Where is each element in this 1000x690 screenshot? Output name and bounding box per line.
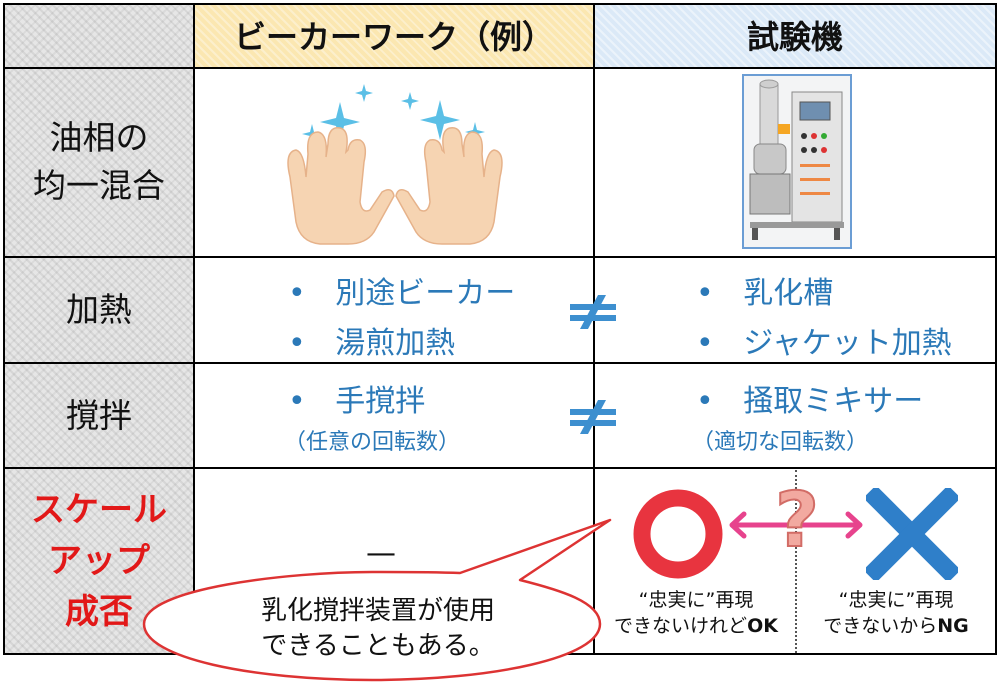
bullet-icon: • (696, 276, 714, 311)
heat-tester-item-2-text: ジャケット加熱 (743, 326, 952, 361)
ng-note-line1: “忠実に”再現 (838, 589, 954, 611)
col-divider-2 (593, 3, 595, 655)
header-beaker-cell (194, 4, 594, 68)
ng-cross-icon (866, 488, 958, 580)
ng-note-line2: できないからNG (798, 614, 994, 640)
table-border-right (995, 3, 997, 655)
callout-bubble (142, 518, 612, 682)
ok-note: “忠実に”再現 できないけれどOK (598, 588, 794, 639)
bullet-icon: • (696, 384, 714, 419)
header-tester-cell (594, 4, 996, 68)
table-border-left (3, 3, 5, 655)
heat-beaker-item-1-text: 別途ビーカー (335, 276, 516, 311)
row-label-mix-line2: 均一混合 (33, 166, 165, 205)
sparkle-icon (420, 100, 460, 140)
double-arrow-icon (729, 511, 863, 539)
left-hand-icon (287, 127, 395, 245)
row-label-heat-text: 加熱 (66, 290, 132, 330)
ok-note-badge: OK (747, 614, 778, 637)
ng-note-line2-text: できないから (823, 614, 938, 637)
stir-beaker-item: • 手撹拌 (288, 376, 425, 420)
row-label-scale-line2: アップ (48, 540, 150, 581)
stir-tester-item-text: 掻取ミキサー (743, 384, 924, 419)
sparkle-icon (401, 92, 419, 110)
row-divider-2 (3, 256, 997, 258)
not-equal-icon (570, 295, 616, 329)
table-border-top (3, 3, 997, 5)
ok-note-line2: できないけれどOK (598, 614, 794, 640)
heat-beaker-item-2-text: 湯煎加熱 (335, 326, 456, 361)
ng-note: “忠実に”再現 できないからNG (798, 588, 994, 639)
row-divider-4 (3, 467, 997, 469)
heat-tester-item-1: • 乳化槽 (696, 268, 833, 312)
heat-tester-item-2: • ジャケット加熱 (696, 318, 952, 362)
row-label-scale: スケール アップ 成否 (4, 468, 194, 654)
bullet-icon: • (288, 326, 306, 361)
stir-tester-item: • 掻取ミキサー (696, 376, 923, 420)
row-divider-1 (3, 67, 997, 69)
ok-note-line2-text: できないけれど (614, 614, 748, 637)
callout-text: 乳化撹拌装置が使用 できることもある。 (198, 594, 558, 664)
corner-cell (4, 4, 194, 68)
question-mark-icon: ? (774, 475, 820, 564)
test-machine-photo (742, 74, 852, 249)
callout-line2: できることもある。 (261, 631, 495, 662)
label-column-bg (4, 68, 194, 654)
sparkle-icon (320, 102, 360, 142)
bullet-icon: • (288, 384, 306, 419)
row-label-scale-line1: スケール (31, 489, 167, 530)
callout-line1: 乳化撹拌装置が使用 (260, 596, 495, 626)
row-label-scale-line3: 成否 (65, 591, 133, 632)
not-equal-icon (570, 400, 616, 434)
stir-beaker-note: （任意の回転数） (284, 430, 461, 455)
scale-cell-dotted-divider (795, 470, 797, 653)
bullet-icon: • (288, 276, 306, 311)
row-label-stir: 撹拌 (4, 363, 194, 468)
header-tester-title: 試験機 (746, 18, 843, 56)
row-label-heat: 加熱 (4, 257, 194, 363)
sparkle-icon (355, 84, 373, 102)
right-hand-icon (395, 127, 503, 245)
heat-tester-item-1-text: 乳化槽 (743, 276, 834, 311)
heat-beaker-item-1: • 別途ビーカー (288, 268, 515, 312)
row-label-mix: 油相の 均一混合 (4, 68, 194, 256)
row-divider-3 (3, 362, 997, 364)
stir-tester-note: （適切な回転数） (692, 430, 869, 455)
row-label-stir-text: 撹拌 (66, 395, 132, 435)
ok-note-line1: “忠実に”再現 (638, 589, 754, 611)
heat-beaker-item-2: • 湯煎加熱 (288, 318, 455, 362)
stir-beaker-item-text: 手撹拌 (335, 384, 426, 419)
ng-note-badge: NG (937, 614, 969, 637)
bullet-icon: • (696, 326, 714, 361)
scale-beaker-value: — (366, 536, 396, 571)
sparkling-hands-image (287, 84, 503, 245)
ok-circle-icon (633, 489, 723, 579)
header-beaker-title: ビーカーワーク（例） (233, 18, 554, 56)
col-divider-1 (193, 3, 195, 655)
row-label-mix-line1: 油相の (49, 118, 149, 158)
